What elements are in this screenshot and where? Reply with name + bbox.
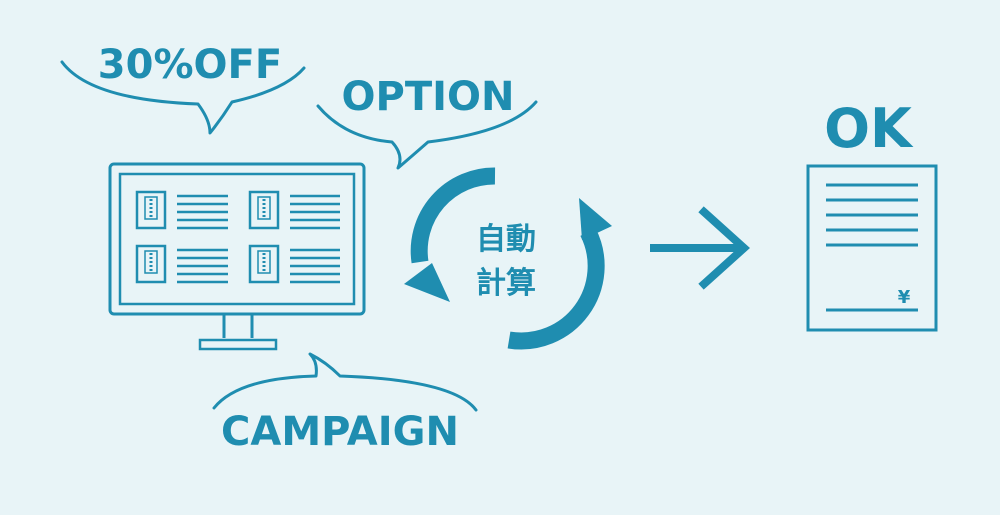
monitor [108,162,366,351]
product-phone-icon [135,190,167,230]
bubble-campaign-label: CAMPAIGN [221,409,459,455]
bubble-option-label: OPTION [342,74,515,120]
product-text-lines [177,194,228,230]
monitor-frame [108,162,366,316]
bubble-option-tail [316,100,538,170]
cycle-arrow-top-icon [410,167,496,264]
product-phone-icon [135,244,167,284]
invoice-document: ¥ [806,164,938,332]
cycle-arrow-bottom-icon [507,228,605,350]
product-text-lines [290,194,340,230]
bubble-discount: 30%OFF [60,42,306,135]
product-text-lines [290,248,340,284]
product-text-lines [177,248,228,284]
cycle-arrows-icon [404,167,612,350]
bubble-campaign-tail [212,352,478,412]
bubble-option: OPTION [316,74,538,170]
product-item [248,244,340,284]
right-arrow-icon [650,206,750,290]
product-item [135,190,228,230]
ok-label: OK [824,97,914,160]
auto-calc-label-line1: 自動 [476,222,536,257]
yen-icon: ¥ [898,287,911,308]
auto-calc-label-line2: 計算 [476,266,536,301]
monitor-screen [118,172,356,306]
product-phone-icon [248,244,280,284]
monitor-stand [198,338,278,351]
cycle-arrowhead-left-icon [404,263,450,302]
invoice-paper [806,164,938,332]
cycle-arrowhead-right-icon [579,198,612,240]
product-item [135,244,228,284]
product-phone-icon [248,190,280,230]
product-item [248,190,340,230]
bubble-discount-label: 30%OFF [98,42,282,88]
bubble-discount-tail [60,60,306,135]
bubble-campaign: CAMPAIGN [212,352,478,455]
invoice-text-lines [826,183,918,247]
